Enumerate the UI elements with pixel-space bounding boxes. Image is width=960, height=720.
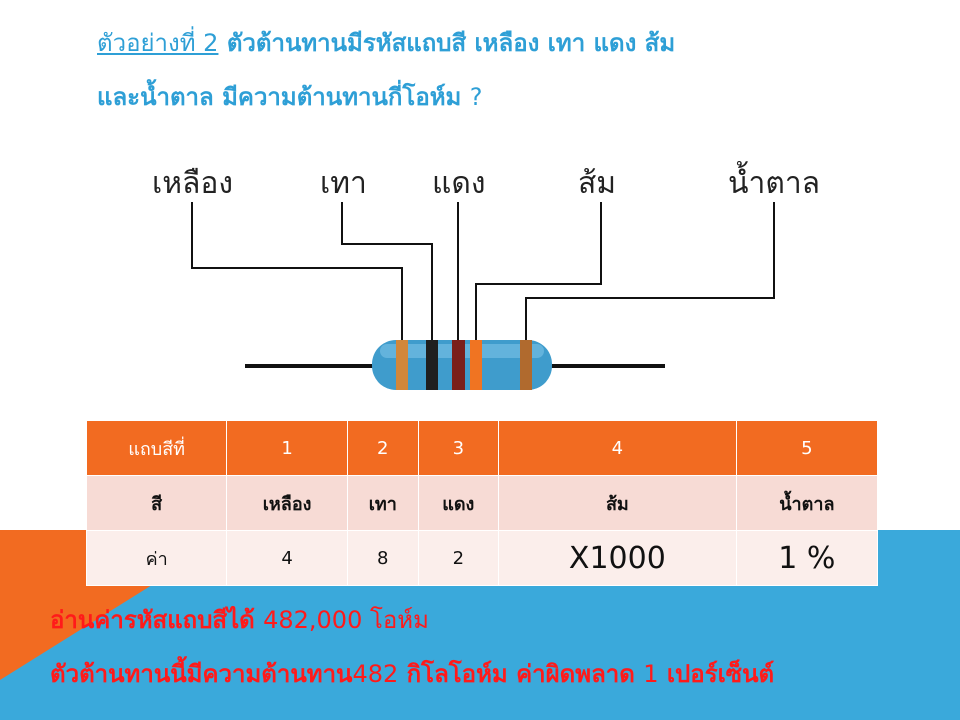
resistor-diagram — [191, 202, 775, 390]
table-header-row: แถบสีที่ 1 2 3 4 5 — [85, 420, 879, 476]
title-line-2: และน้ำตาล มีความต้านทานกี่โอห์ม ? — [97, 70, 937, 124]
label-orange: ส้ม — [578, 166, 617, 201]
title-line-2-text: และน้ำตาล มีความต้านทานกี่โอห์ม — [97, 83, 462, 111]
band-red — [452, 340, 465, 390]
table-cell: เหลือง — [226, 475, 348, 531]
resistor-figure: เหลือง เทา แดง ส้ม น้ำตาล — [140, 140, 830, 400]
label-red: แดง — [432, 166, 486, 201]
title-line-1-text: ตัวต้านทานมีรหัสแถบสี เหลือง เทา แดง ส้ม — [226, 29, 676, 57]
result-line-1-value: 482,000 โอห์ม — [263, 606, 429, 634]
label-yellow: เหลือง — [152, 166, 234, 201]
leader-lines — [191, 202, 775, 340]
question-mark: ? — [469, 83, 483, 111]
leader-line-brown — [525, 202, 775, 340]
band-orange — [470, 340, 482, 390]
table-cell: 3 — [417, 420, 499, 476]
table-cell: เทา — [346, 475, 419, 531]
label-brown: น้ำตาล — [728, 166, 821, 201]
table-cell: น้ำตาล — [735, 475, 879, 531]
leader-line-gray — [341, 202, 433, 340]
result-line-2-end: เปอร์เซ็นต์ — [666, 660, 775, 688]
result-line-2-text: ตัวต้านทานนี้มีความต้านทาน — [50, 660, 353, 688]
table-cell: สี — [85, 475, 228, 531]
example-label: ตัวอย่างที่ 2 — [97, 29, 219, 57]
band-brown — [520, 340, 532, 390]
table-row-colors: สี เหลือง เทา แดง ส้ม น้ำตาล — [85, 475, 879, 531]
label-gray: เทา — [320, 166, 367, 201]
color-band-table: แถบสีที่ 1 2 3 4 5 สี เหลือง เทา แดง ส้ม… — [85, 420, 879, 586]
table-cell: 4 — [497, 420, 737, 476]
band-gray — [426, 340, 438, 390]
table-cell: 8 — [346, 530, 419, 586]
band-yellow — [396, 340, 408, 390]
table-row-values: ค่า 4 8 2 X1000 1 % — [85, 530, 879, 586]
result-line-2-percent: 1 — [643, 660, 659, 688]
leader-line-yellow — [191, 202, 403, 340]
table-cell: 1 — [226, 420, 348, 476]
result-line-2-value: 482 — [352, 660, 399, 688]
table-cell: แถบสีที่ — [85, 420, 228, 476]
table-cell: X1000 — [497, 530, 737, 586]
slide-title: ตัวอย่างที่ 2 ตัวต้านทานมีรหัสแถบสี เหลื… — [97, 16, 937, 124]
table-cell: ส้ม — [497, 475, 737, 531]
table-cell: 5 — [735, 420, 879, 476]
title-line-1: ตัวอย่างที่ 2 ตัวต้านทานมีรหัสแถบสี เหลื… — [97, 16, 937, 70]
result-line-2-rest: กิโลโอห์ม ค่าผิดพลาด — [406, 660, 635, 688]
table-cell: 1 % — [735, 530, 879, 586]
result-line-1: อ่านค่ารหัสแถบสีได้ 482,000 โอห์ม — [50, 600, 429, 639]
leader-line-orange — [475, 202, 602, 340]
table-cell: 4 — [226, 530, 348, 586]
result-line-1-text: อ่านค่ารหัสแถบสีได้ — [50, 606, 255, 634]
table-cell: ค่า — [85, 530, 228, 586]
table-cell: แดง — [417, 475, 499, 531]
table-cell: 2 — [417, 530, 499, 586]
table-cell: 2 — [346, 420, 419, 476]
result-line-2: ตัวต้านทานนี้มีความต้านทาน482 กิโลโอห์ม … — [50, 654, 774, 693]
